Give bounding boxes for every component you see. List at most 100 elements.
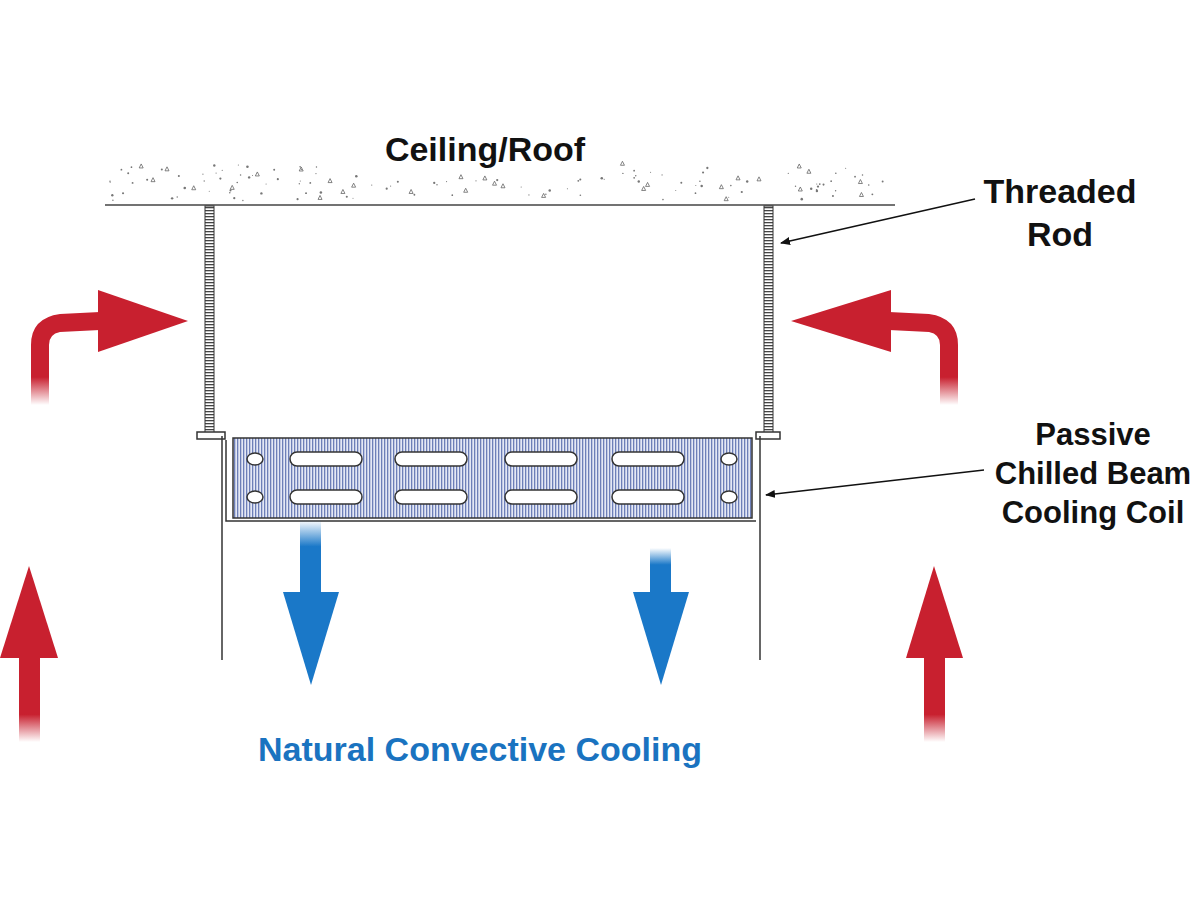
speckle: [127, 172, 129, 174]
speckle: [111, 194, 113, 196]
speckle: [700, 185, 703, 188]
speckle: [299, 183, 300, 184]
speckle: [464, 188, 468, 192]
speckle: [109, 180, 111, 182]
warm-air-arrow: [906, 566, 963, 742]
speckle: [230, 185, 234, 189]
speckle: [642, 186, 646, 190]
mounting-tab: [197, 432, 225, 439]
speckle: [110, 182, 111, 183]
housing-side: [221, 436, 223, 660]
speckle: [622, 173, 623, 174]
speckle: [346, 196, 348, 198]
speckle: [320, 191, 323, 194]
speckle: [299, 167, 303, 171]
speckle: [309, 182, 311, 184]
speckle: [248, 176, 250, 178]
speckle: [266, 183, 267, 184]
speckle: [131, 166, 133, 168]
speckle: [795, 185, 796, 186]
part-label: Passive Chilled Beam Cooling Coil: [990, 416, 1196, 532]
speckle: [120, 169, 122, 171]
warm-air-arrow: [0, 566, 58, 742]
speckle: [719, 185, 723, 189]
speckle: [868, 184, 870, 186]
speckle: [353, 198, 354, 199]
speckle: [446, 181, 447, 182]
speckle: [260, 192, 262, 194]
speckle: [318, 195, 322, 199]
speckle: [165, 167, 169, 171]
speckle: [496, 179, 498, 181]
speckle: [699, 180, 701, 182]
speckle: [800, 198, 803, 201]
speckle: [146, 179, 148, 181]
speckle: [797, 164, 801, 168]
speckle: [255, 172, 259, 176]
cooling-coil: [233, 438, 752, 518]
speckle: [854, 176, 856, 178]
speckle: [204, 180, 205, 181]
speckle: [798, 187, 802, 191]
speckle: [788, 173, 789, 174]
warm-air-arrow: [791, 290, 958, 405]
housing-side: [759, 436, 761, 660]
speckle: [695, 192, 697, 194]
speckle: [238, 164, 239, 165]
speckle: [724, 197, 728, 201]
speckle: [810, 188, 812, 190]
cool-air-arrow: [283, 520, 339, 685]
speckle: [183, 187, 186, 190]
speckle: [413, 194, 415, 196]
cool-air-arrow: [633, 548, 689, 685]
ceiling-label: Ceiling/Roof: [330, 128, 640, 171]
speckle: [171, 197, 173, 199]
speckle: [352, 183, 356, 187]
speckle: [819, 183, 821, 185]
speckle: [736, 176, 740, 180]
speckle: [862, 174, 864, 176]
coil-tube-openings: [247, 452, 737, 504]
speckle: [305, 192, 307, 194]
speckle: [830, 180, 832, 182]
speckle: [475, 180, 476, 181]
speckle: [501, 184, 505, 188]
speckle: [386, 188, 388, 190]
speckle: [202, 174, 203, 175]
speckle: [567, 188, 568, 189]
speckle: [390, 186, 391, 187]
leader-line: [766, 470, 984, 495]
speckle: [579, 178, 581, 180]
speckle: [178, 175, 180, 177]
speckle: [161, 168, 163, 170]
speckle: [229, 192, 231, 194]
speckle: [112, 200, 113, 201]
speckle: [528, 194, 529, 195]
speckle: [296, 198, 298, 200]
speckle: [816, 190, 818, 192]
speckle: [577, 180, 579, 182]
speckle: [604, 179, 605, 180]
speckle: [580, 194, 582, 196]
speckle: [858, 180, 862, 184]
speckle: [483, 176, 487, 180]
speckle: [859, 192, 863, 196]
speckle: [542, 193, 546, 197]
speckle: [459, 175, 463, 179]
speckle: [730, 185, 732, 187]
speckle: [746, 180, 748, 182]
speckle: [493, 181, 497, 185]
speckle: [832, 195, 834, 197]
leader-line: [781, 199, 975, 243]
speckle: [209, 191, 210, 192]
speckle: [301, 169, 302, 170]
speckle: [662, 199, 664, 201]
speckle: [315, 173, 316, 174]
speckle: [548, 189, 551, 192]
speckle: [151, 178, 155, 182]
speckle: [871, 193, 873, 195]
ceiling-line: [105, 204, 895, 206]
speckle: [633, 177, 635, 179]
speckle: [316, 166, 317, 167]
speckle: [680, 182, 682, 184]
